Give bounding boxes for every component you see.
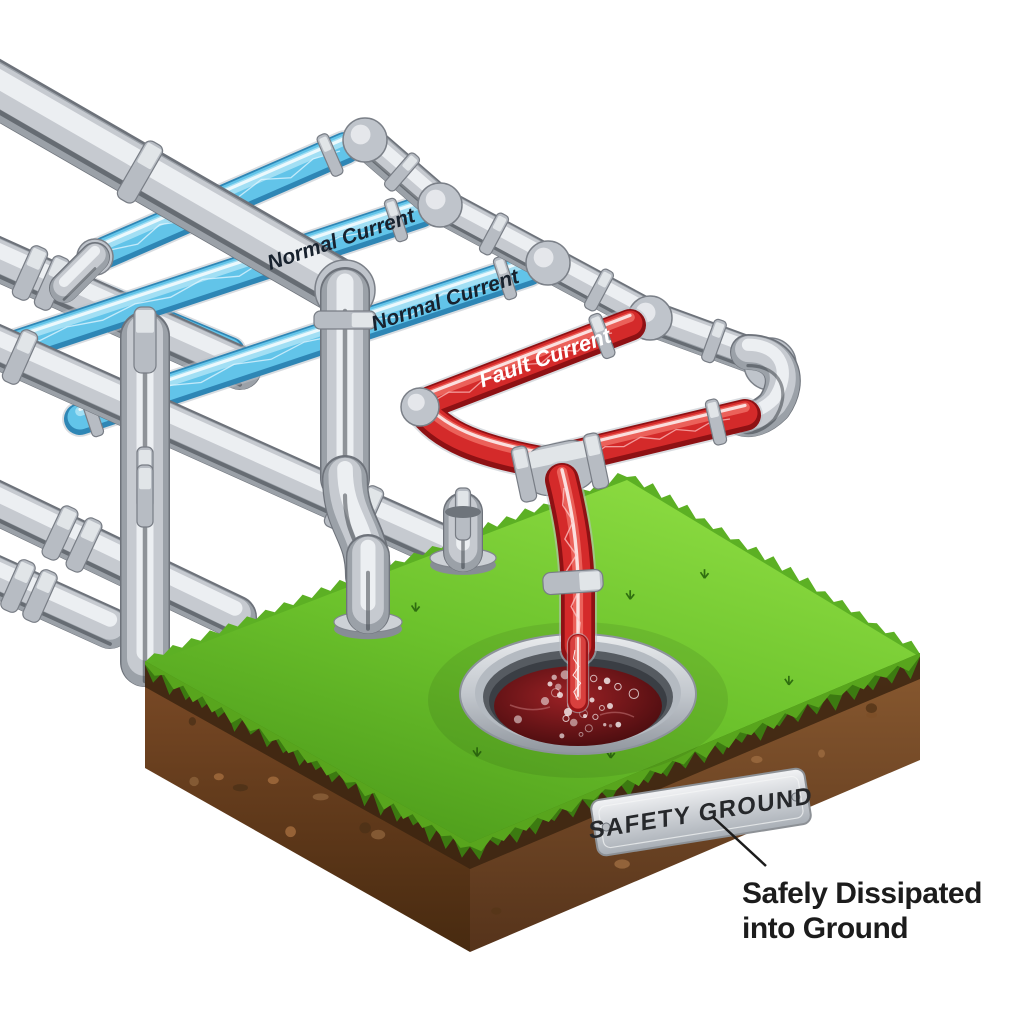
caption-line-2: into Ground: [742, 912, 908, 945]
pointer-line: [712, 816, 767, 867]
caption-line-1: Safely Dissipated: [742, 877, 982, 910]
safety-ground-plaque: [590, 767, 812, 857]
fault-drain-pipe: [510, 432, 613, 718]
pipe-network: [0, 58, 801, 687]
